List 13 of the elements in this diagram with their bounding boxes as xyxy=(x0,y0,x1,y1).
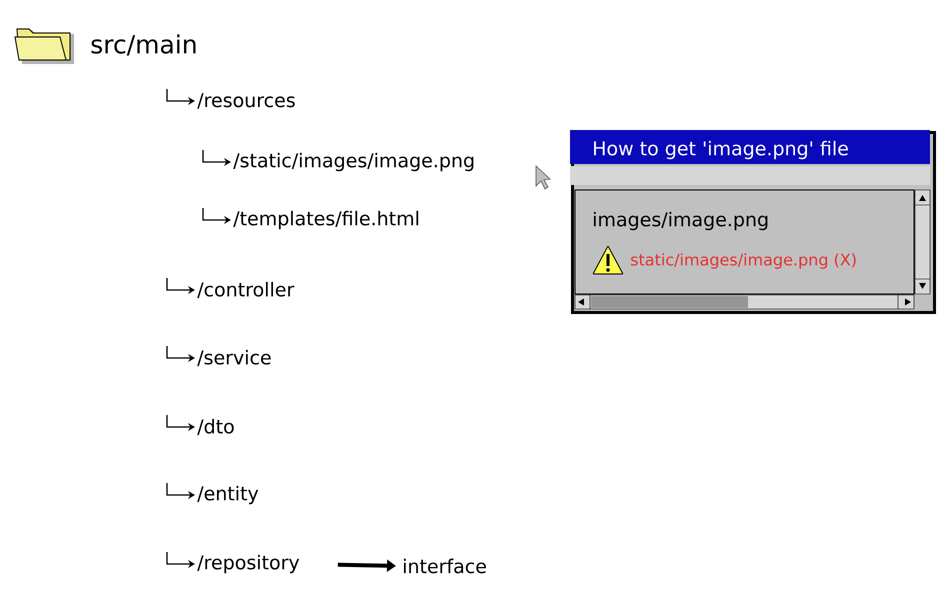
file-path: images/image.png xyxy=(594,212,768,230)
folder-path: /service xyxy=(197,350,271,366)
folder-path: /resources xyxy=(197,93,295,109)
folder-label: src/main xyxy=(92,34,196,56)
note-text: interface xyxy=(404,558,486,574)
title-bar: How to get 'image.png' file xyxy=(570,130,930,164)
folder-path: /entity xyxy=(197,486,258,504)
error-path: static/images/image.png (X) xyxy=(631,253,856,269)
folder-path: /repository xyxy=(197,554,300,574)
folder-path: /dto xyxy=(197,418,234,436)
folder-path: /controller xyxy=(197,282,294,298)
folder-path: /templates/file.html xyxy=(233,210,418,230)
folder-path: /static/images/image.png xyxy=(233,152,474,172)
